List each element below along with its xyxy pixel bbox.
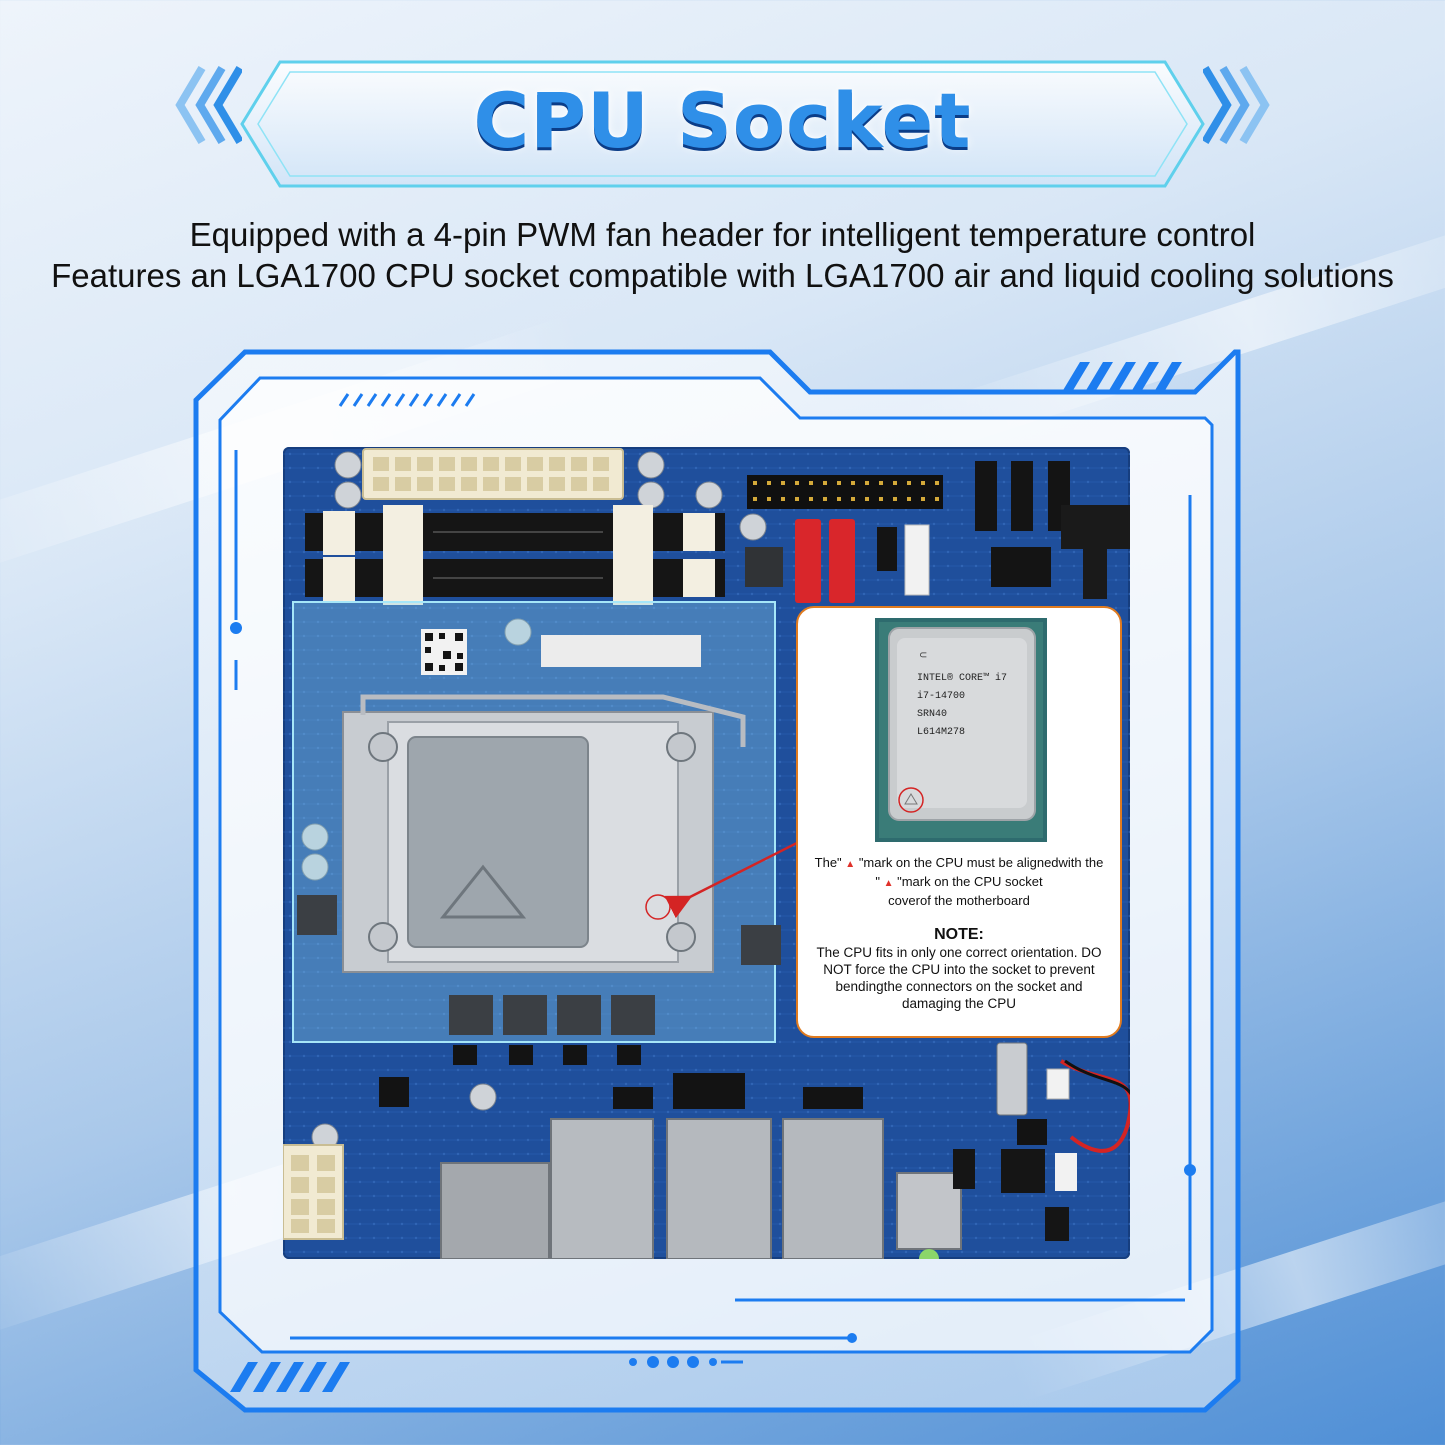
cpu-spec-text: SRN40 [917,709,947,720]
align-text-part: "mark on the CPU socket [893,874,1043,889]
note-heading: NOTE: [934,926,984,943]
triangle-mark-icon: ▲ [845,859,856,870]
subtitle-line-1: Equipped with a 4-pin PWM fan header for… [189,216,1256,253]
chevron-left-icon [175,65,242,145]
alignment-instruction: The" ▲ "mark on the CPU must be alignedw… [806,854,1112,909]
subtitle-line-2: Features an LGA1700 CPU socket compatibl… [51,257,1394,294]
chevron-right-icon [1203,65,1270,145]
note-body: The CPU fits in only one correct orienta… [816,945,1102,1011]
progress-dots-icon [629,1356,743,1368]
align-text-part: " [875,874,884,889]
alignment-callout: ⊂ INTEL® CORE™ i7 i7-14700 SRN40 L614M27… [796,606,1122,1038]
cpu-model-text: i7-14700 [917,690,965,702]
banner-frame [240,60,1205,188]
title-banner: CPU Socket [235,58,1210,190]
cpu-brand-text: INTEL® CORE™ i7 [917,672,1007,684]
page-title: CPU Socket [473,76,972,165]
align-text-part: coverof the motherboard [888,893,1030,908]
svg-text:⊂: ⊂ [919,650,927,661]
triangle-mark-icon: ▲ [883,878,894,889]
align-text-part: The" [814,855,846,870]
cpu-photo: ⊂ INTEL® CORE™ i7 i7-14700 SRN40 L614M27… [875,618,1047,842]
align-text-part: "mark on the CPU must be alignedwith the [855,855,1104,870]
cpu-lot-text: L614M278 [917,727,965,738]
